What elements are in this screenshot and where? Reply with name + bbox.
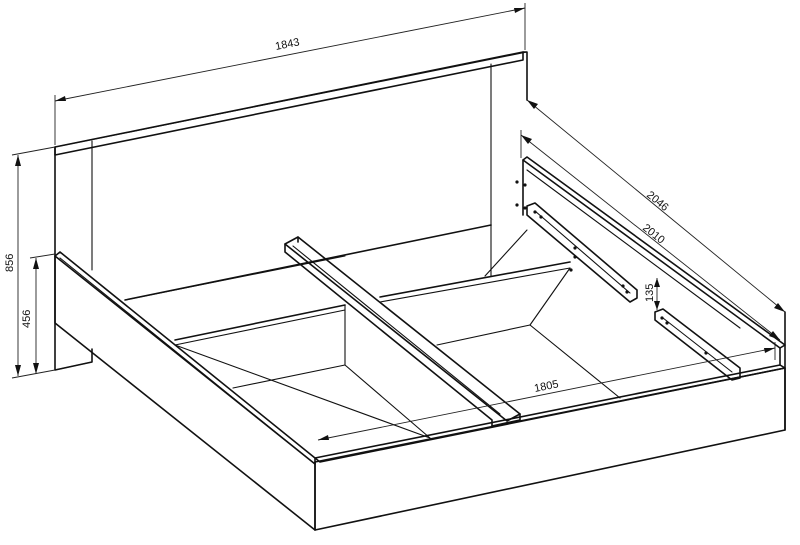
center-beam-foot <box>491 413 521 427</box>
dim-arrow-1805-right <box>764 348 775 353</box>
rail-hole-6 <box>625 290 629 294</box>
dim-arrow-135-top <box>654 278 660 287</box>
right-side-rail-top <box>522 156 786 349</box>
dim-arrow-456-bottom <box>33 363 39 374</box>
dim-arrow-2046-top <box>527 100 538 109</box>
floor-front-left <box>174 344 431 439</box>
dim-arrow-1843-left <box>55 96 66 101</box>
inner-rail-lower <box>654 308 741 381</box>
dim-arrow-1805-left <box>318 435 329 440</box>
dim-inner-width-line <box>317 347 776 441</box>
dim-arrow-135-bottom <box>654 301 660 310</box>
rail-hole-7 <box>569 268 573 272</box>
dim-ext-top-856 <box>11 146 56 156</box>
right-side-rail <box>515 156 786 366</box>
dim-inner-length-line <box>520 134 781 341</box>
floor-mid-line-2 <box>174 309 346 346</box>
left-side-rail-inner <box>59 257 316 465</box>
dim-text-1805: 1805 <box>533 378 559 395</box>
dim-text-456: 456 <box>21 310 33 328</box>
floor-front-right-2 <box>529 324 621 399</box>
floor-inner-slope <box>529 267 571 326</box>
dim-text-2046: 2046 <box>644 189 671 214</box>
rail-hole-1 <box>533 210 537 214</box>
rail-hole-5 <box>621 284 625 288</box>
center-beam <box>284 236 521 427</box>
center-beam-side <box>284 243 493 427</box>
dim-ext-bottom-856 <box>11 369 56 379</box>
dim-arrow-2010-bottom <box>769 331 780 340</box>
dim-ext-top-456 <box>29 253 56 259</box>
dim-text-135: 135 <box>644 284 656 302</box>
dim-arrow-1843-right <box>514 8 525 13</box>
joint-hole-4 <box>523 206 527 210</box>
floor-mid-right <box>379 261 571 298</box>
center-beam-top <box>284 236 521 422</box>
dim-outer-length-line <box>526 99 786 313</box>
headboard <box>54 51 528 371</box>
dim-arrow-856-top <box>15 155 21 166</box>
rail-hole-3 <box>573 246 577 250</box>
dim-arrow-2046-bottom <box>774 303 785 312</box>
floor-front-left-2 <box>232 364 346 389</box>
dimensions: 1843 856 456 2046 2010 135 <box>4 3 786 441</box>
floor-mid-line <box>174 304 346 341</box>
dim-arrow-2010-top <box>521 135 532 144</box>
inner-rail-upper-inner <box>534 210 631 294</box>
footboard <box>314 311 786 531</box>
joint-hole-3 <box>515 203 519 207</box>
left-side-rail-face <box>54 255 316 531</box>
dim-arrow-456-top <box>33 258 39 269</box>
rail-hole-8 <box>660 316 664 320</box>
headboard-top-back-edge <box>59 51 528 147</box>
dim-text-856: 856 <box>4 254 16 272</box>
inner-floor <box>124 224 621 439</box>
joint-hole-2 <box>523 183 527 187</box>
floor-mid-right-2 <box>379 267 571 303</box>
right-side-rail-inner-line <box>526 169 741 329</box>
floor-front-right <box>436 324 531 346</box>
rail-hole-4 <box>573 255 577 259</box>
inner-rail-lower-inner <box>662 317 733 373</box>
dim-text-1843: 1843 <box>274 36 300 53</box>
inner-rail-upper-body <box>526 202 638 303</box>
headboard-post-bottom-left <box>54 361 93 371</box>
left-side-rail <box>54 251 316 531</box>
floor-inner-vertical-left <box>344 304 431 439</box>
rail-hole-9 <box>665 321 669 325</box>
center-beam-inner <box>292 245 501 415</box>
joint-hole-1 <box>515 180 519 184</box>
rail-hole-10 <box>704 351 708 355</box>
inner-rail-lower-body <box>654 308 741 381</box>
rail-hole-2 <box>539 215 543 219</box>
dim-arrow-856-bottom <box>15 365 21 376</box>
floor-back-line-2 <box>124 255 346 301</box>
floor-inner-rear <box>484 229 528 277</box>
dim-headboard-width-line <box>54 7 526 102</box>
inner-rail-upper <box>526 202 638 303</box>
